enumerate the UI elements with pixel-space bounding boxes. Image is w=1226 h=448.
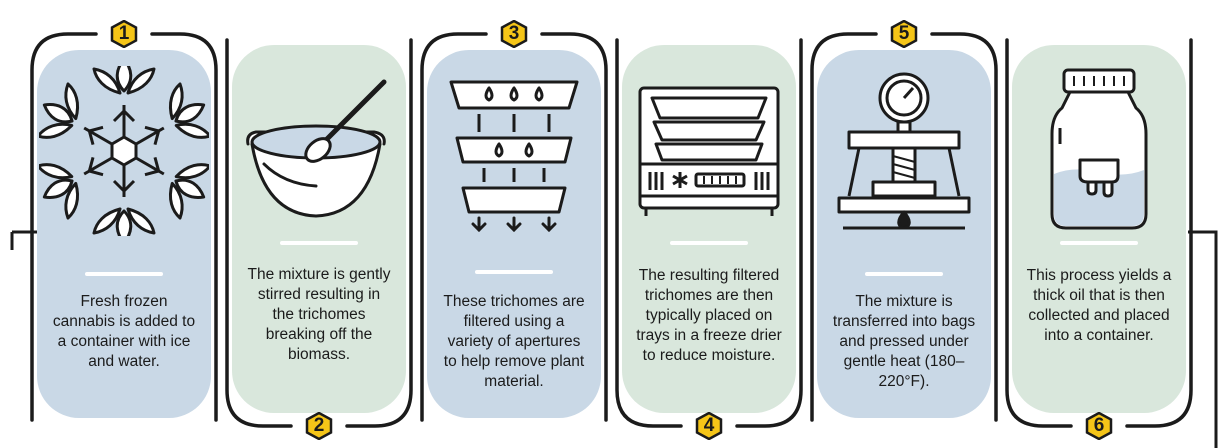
step-4-number: 4 <box>703 415 715 436</box>
step-5-badge: 5 <box>890 20 918 48</box>
bowl-spoon-icon <box>234 64 404 234</box>
step-1-text: Fresh frozen cannabis is added to a cont… <box>52 293 196 370</box>
step-2: The mixture is gently stirred resulting … <box>221 0 417 448</box>
step-4-divider <box>670 241 748 245</box>
rosin-press-icon <box>819 68 989 238</box>
step-2-text: The mixture is gently stirred resulting … <box>247 266 391 363</box>
step-6-number: 6 <box>1093 415 1105 436</box>
step-4-badge: 4 <box>695 412 723 440</box>
step-2-badge: 2 <box>305 412 333 440</box>
step-5-text: The mixture is transferred into bags and… <box>832 293 976 390</box>
step-4: The resulting filtered trichomes are the… <box>611 0 807 448</box>
step-3-divider <box>475 270 553 274</box>
step-4-text: The resulting filtered trichomes are the… <box>636 267 782 364</box>
step-6-text: This process yields a thick oil that is … <box>1026 267 1172 344</box>
step-1: Fresh frozen cannabis is added to a cont… <box>26 0 222 448</box>
step-3-badge: 3 <box>500 20 528 48</box>
step-1-divider <box>85 272 163 276</box>
step-2-card <box>232 45 406 413</box>
step-3-card <box>427 50 601 418</box>
step-1-badge: 1 <box>110 20 138 48</box>
step-2-number: 2 <box>313 415 325 436</box>
step-5: The mixture is transferred into bags and… <box>806 0 1002 448</box>
step-6: This process yields a thick oil that is … <box>1001 0 1197 448</box>
snowflake-cannabis-icon <box>27 57 221 245</box>
step-5-divider <box>865 272 943 276</box>
step-3-number: 3 <box>508 23 520 44</box>
step-6-divider <box>1060 241 1138 245</box>
step-3: These trichomes are filtered using a var… <box>416 0 612 448</box>
jar-icon <box>1014 64 1184 234</box>
step-2-divider <box>280 241 358 245</box>
step-1-number: 1 <box>118 23 130 44</box>
filter-trays-icon <box>429 62 599 233</box>
step-5-number: 5 <box>898 23 910 44</box>
step-6-badge: 6 <box>1085 412 1113 440</box>
step-3-text: These trichomes are filtered using a var… <box>443 293 585 390</box>
freeze-drier-icon <box>624 68 794 238</box>
